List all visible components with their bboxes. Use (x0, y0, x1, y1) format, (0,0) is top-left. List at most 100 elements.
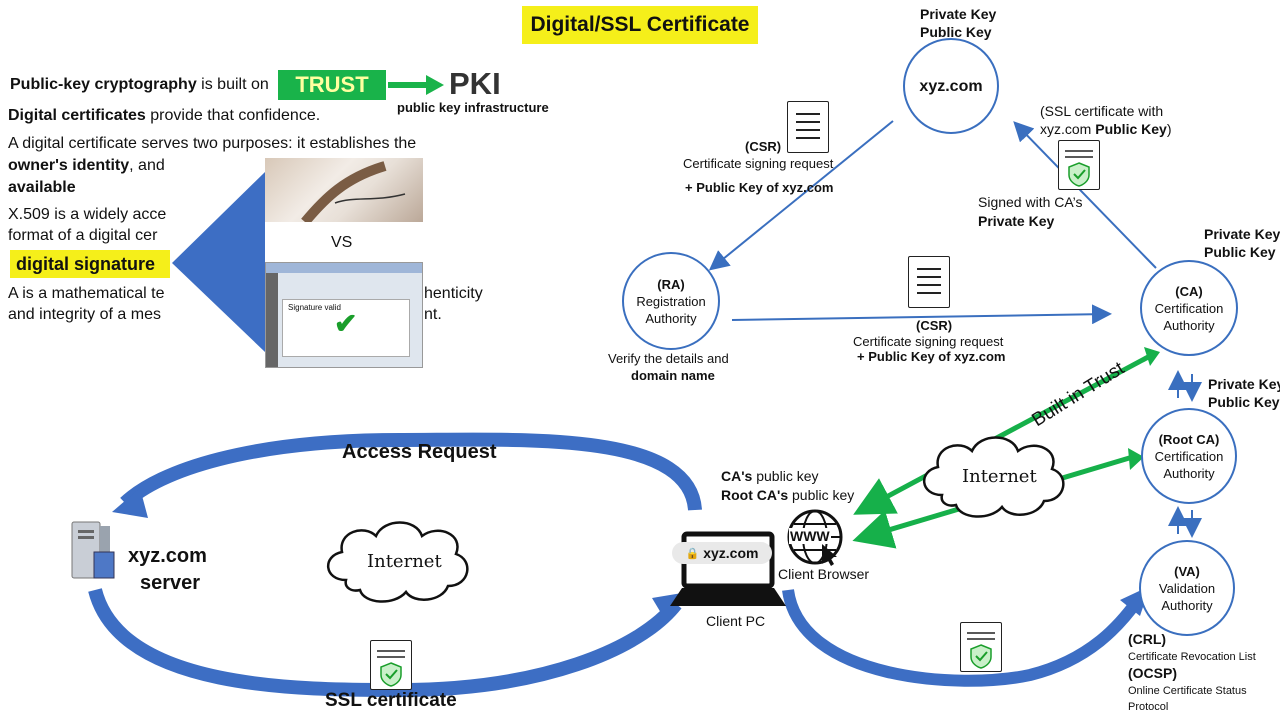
text-line-2: Digital certificates provide that confid… (8, 106, 320, 126)
text-span: ) (1166, 121, 1172, 137)
text-line-9a: and integrity of a mes (8, 306, 161, 323)
ocsp-abbr: (OCSP) (1128, 665, 1177, 681)
access-request-label: Access Request (342, 441, 497, 463)
text-line-6: X.509 is a widely acce (8, 206, 167, 223)
checkmark-icon: ✔ (334, 308, 358, 339)
csr2-desc: Certificate signing request (853, 334, 1004, 349)
verify-line2: domain name (631, 368, 715, 383)
csr2-label: (CSR) (916, 318, 953, 333)
server-label-1: xyz.com (128, 545, 207, 567)
crl-abbr: (CRL) (1128, 631, 1167, 647)
handwritten-signing-image (265, 158, 423, 226)
va-line1: Validation (1158, 580, 1216, 596)
root-line2: Authority (1163, 465, 1215, 481)
ocsp-line2: Protocol (1128, 701, 1169, 713)
ocsp-arc (782, 588, 1143, 687)
page-title: Digital/SSL Certificate (522, 6, 758, 44)
text-span: xyz.com (1040, 121, 1096, 137)
xyz-private-key: Private Key (920, 6, 997, 22)
pki-subtitle: public key infrastructure (397, 100, 549, 115)
arrow-xyz-to-ra (708, 120, 894, 271)
text-bold: Digital certificates (8, 107, 146, 124)
text-line-5: available (8, 179, 76, 196)
va-line2: Authority (1161, 597, 1213, 613)
www-label: WWW (789, 528, 831, 544)
client-pc-label: Client PC (706, 613, 766, 629)
text-line-9b: nt. (424, 306, 442, 323)
internet-label-right: Internet (962, 466, 1037, 487)
document-icon (908, 256, 950, 308)
ssl-certificate-label: SSL certificate (325, 690, 457, 711)
server-label-2: server (140, 572, 201, 594)
text-line-8a: A is a mathematical te (8, 285, 165, 302)
root-public-key: Public Key (1208, 394, 1280, 410)
ssl-note-line1: (SSL certificate with (1040, 103, 1164, 119)
internet-label-left: Internet (367, 551, 442, 572)
root-abbr: (Root CA) (1158, 431, 1220, 447)
crl-label: Certificate Revocation List (1128, 651, 1256, 663)
vs-label: VS (331, 234, 353, 251)
text-bold: Root CA's (721, 487, 789, 503)
browser-url-bar[interactable]: 🔒 xyz.com (672, 542, 772, 564)
signature-valid-text: Signature valid (288, 303, 341, 312)
arrow-ra-to-ca (731, 304, 1112, 325)
text-line-1: Public-key cryptography is built on (10, 75, 269, 95)
ra-node: (RA) Registration Authority (622, 252, 720, 350)
signed-line2: Private Key (978, 213, 1055, 229)
va-abbr: (VA) (1174, 563, 1200, 579)
root-ca-node: (Root CA) Certification Authority (1141, 408, 1237, 504)
ca-line1: Certification (1154, 300, 1224, 316)
ra-line2: Authority (645, 310, 697, 326)
certificate-icon (370, 640, 412, 690)
ocsp-line1: Online Certificate Status (1128, 685, 1247, 697)
server-icon (70, 518, 116, 582)
internet-cloud-right (912, 425, 1070, 525)
signed-line1: Signed with CA’s (978, 194, 1083, 210)
ca-abbr: (CA) (1175, 283, 1203, 299)
text-bold: owner's identity (8, 157, 130, 174)
root-private-key: Private Key (1208, 376, 1280, 392)
text-bold: CA's (721, 468, 753, 484)
root-public-key-note: Root CA's public key (721, 487, 854, 504)
csr2-pk: + Public Key of xyz.com (857, 349, 1006, 364)
ra-abbr: (RA) (657, 276, 685, 292)
text-bold: Public-key cryptography (10, 76, 197, 93)
xyz-label: xyz.com (919, 77, 983, 95)
xyz-public-key: Public Key (920, 24, 992, 40)
text-line-3: A digital certificate serves two purpose… (8, 135, 417, 152)
verify-line1: Verify the details and (608, 351, 729, 366)
certificate-icon (1058, 140, 1100, 190)
ra-line1: Registration (636, 293, 706, 309)
lock-icon: 🔒 (685, 547, 700, 560)
csr1-pk: + Public Key of xyz.com (685, 180, 834, 195)
digital-signature-highlight: digital signature (10, 250, 170, 278)
internet-cloud-left (316, 510, 476, 610)
signature-valid-screenshot: Signature valid ✔ (265, 262, 423, 368)
browser-url-text: xyz.com (703, 545, 759, 561)
text-line-8b: henticity (424, 285, 483, 302)
triangle-pointer (172, 172, 265, 352)
access-request-arc (120, 432, 702, 511)
xyz-node: xyz.com (903, 38, 999, 134)
text-span: , and (129, 157, 165, 174)
root-line1: Certification (1154, 448, 1224, 464)
arrow-ca-to-xyz (1013, 121, 1157, 269)
va-node: (VA) Validation Authority (1139, 540, 1235, 636)
text-bold: Public Key (1095, 121, 1167, 137)
csr1-label: (CSR) (745, 139, 782, 154)
ca-line2: Authority (1163, 317, 1215, 333)
text-line-4: owner's identity, and (8, 156, 165, 176)
green-arrow-ca (853, 353, 1152, 515)
ssl-note-line2: xyz.com Public Key) (1040, 121, 1172, 138)
pki-label: PKI (449, 66, 501, 101)
text-span: is built on (196, 76, 269, 93)
ca-private-key: Private Key (1204, 226, 1280, 242)
document-icon (787, 101, 829, 153)
text-span: provide that confidence. (145, 107, 321, 124)
trust-badge: TRUST (278, 70, 386, 100)
text-span: public key (788, 487, 855, 503)
ca-public-key: Public Key (1204, 244, 1276, 260)
client-browser-label: Client Browser (778, 566, 870, 582)
text-line-7: format of a digital cer (8, 227, 158, 244)
